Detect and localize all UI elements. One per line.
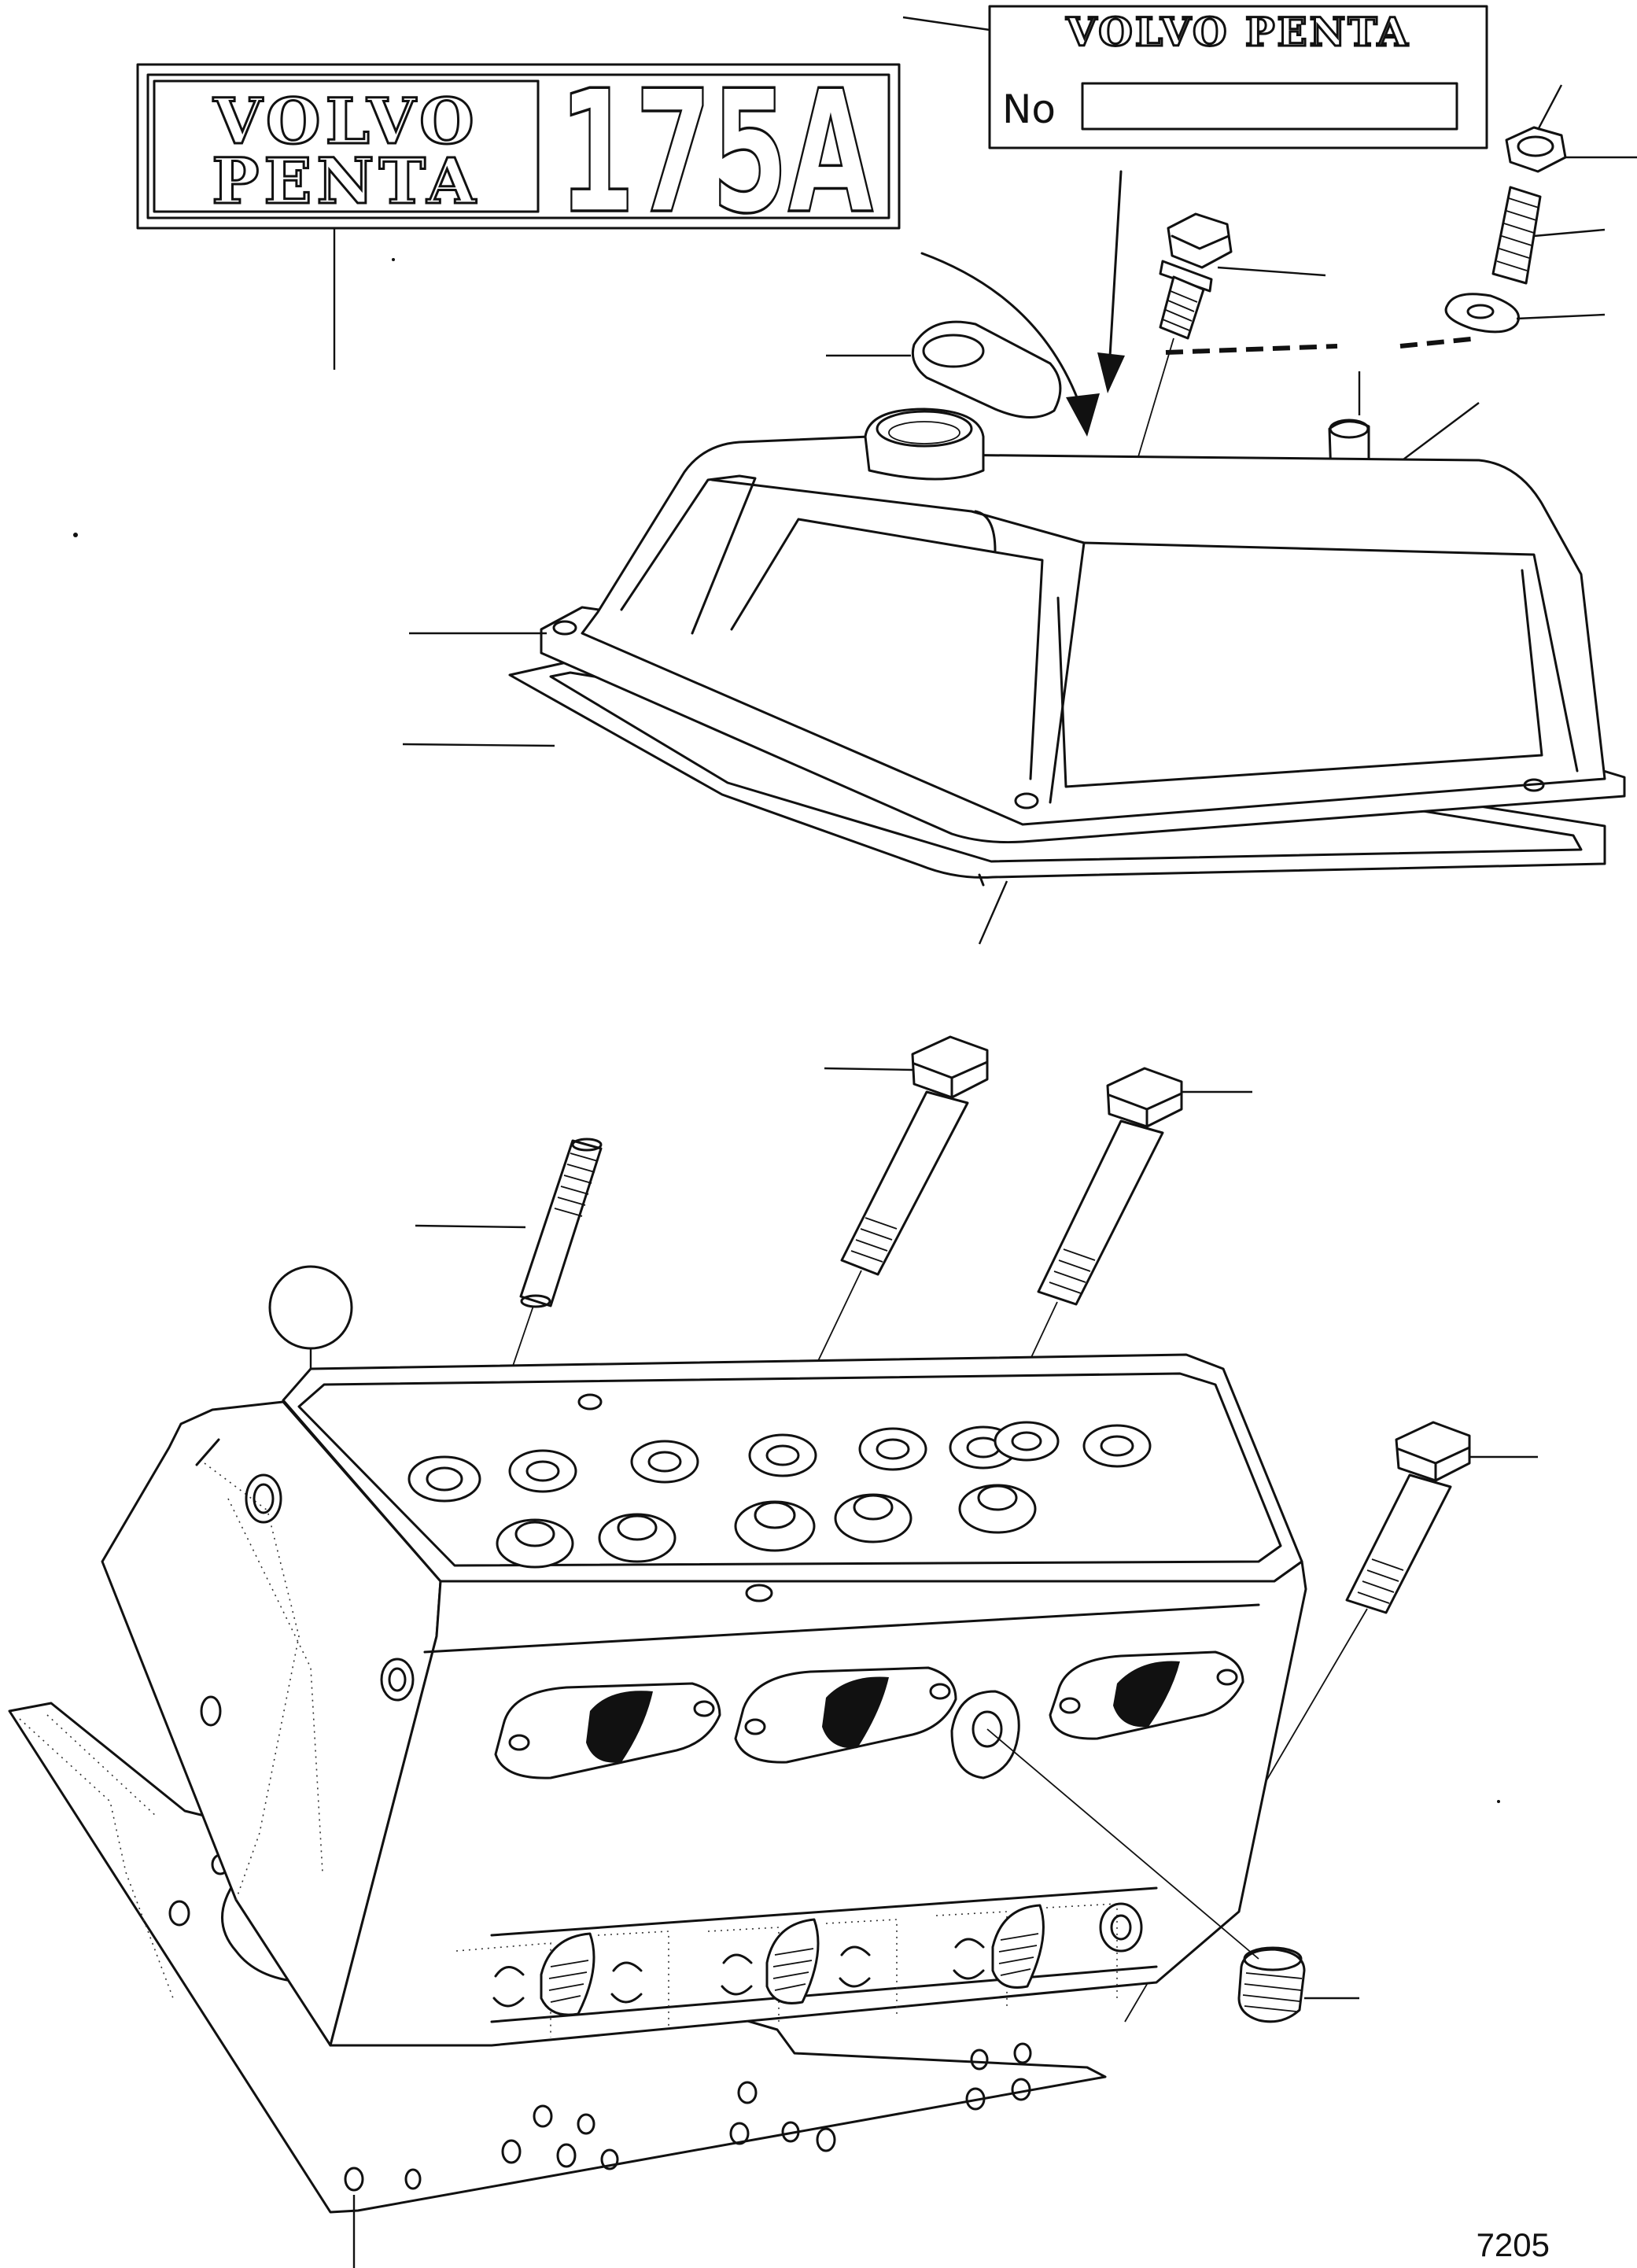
serial-plate-brand-text: VOLVO PENTA <box>1065 9 1410 55</box>
water-drain-plug <box>1237 1946 1306 2023</box>
exhaust-ports <box>494 1650 1244 1779</box>
leader-line-nut <box>1536 84 1563 131</box>
nameplate-model-text: 175A <box>559 53 873 251</box>
cylinder-head <box>101 1353 1307 2047</box>
speck-mark <box>73 533 78 537</box>
cylinder-head-bolt-2 <box>1037 1067 1183 1306</box>
cylinder-head-stud <box>519 1138 603 1308</box>
valve-guides <box>407 1393 1152 1602</box>
speck-mark-2 <box>392 258 395 261</box>
serial-plate-no-label: No <box>1002 87 1056 132</box>
leader-line-stud <box>1533 228 1606 238</box>
assembly-arrows <box>920 170 1125 437</box>
speck-mark-3 <box>1497 1800 1500 1803</box>
leader-line-head-bolt-1 <box>824 1067 913 1071</box>
leader-line-washer <box>1516 313 1606 320</box>
cylinder-head-bolt-1 <box>840 1035 989 1276</box>
leader-line-flange-bolt <box>1217 266 1326 277</box>
alignment-dash-line <box>1165 336 1480 355</box>
figure-number: 7205 <box>1477 2226 1550 2263</box>
leader-line-cover-gasket <box>402 743 555 747</box>
model-nameplate: VOLVO PENTA 175A <box>136 52 901 253</box>
nameplate-penta-text: PENTA <box>212 144 480 218</box>
oil-filler-cap <box>911 320 1062 419</box>
serial-number-field <box>1081 82 1458 131</box>
plug-axis <box>986 1728 1259 1960</box>
cover-flange-bolt <box>1159 212 1233 340</box>
intake-ports <box>455 1886 1158 2038</box>
leader-line-serial-plate <box>902 16 990 31</box>
cylinder-head-bolt-3 <box>1345 1421 1471 1614</box>
reference-circle <box>268 1265 353 1350</box>
leader-line-cover-bottom <box>978 880 1008 945</box>
nameplate-volvo-text: VOLVO <box>212 84 478 158</box>
stud-nut-washer-set <box>1444 126 1567 334</box>
leader-line-head-stud <box>415 1224 526 1229</box>
serial-number-plate: VOLVO PENTA No <box>988 5 1488 149</box>
valve-cover <box>508 408 1626 887</box>
